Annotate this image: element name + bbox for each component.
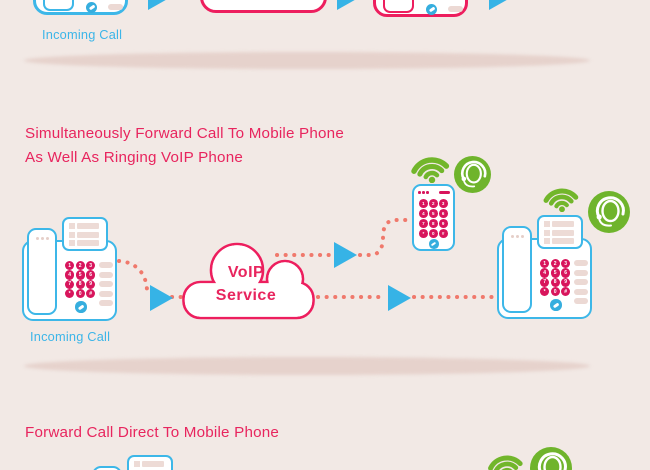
desk-phone-side-buttons (99, 262, 113, 306)
dotted-path-phone-to-arrow (117, 259, 149, 292)
incoming-call-label-middle: Incoming Call (30, 329, 111, 344)
wifi-signal-icon (488, 455, 523, 470)
keypad-key-6: 6 (86, 270, 96, 280)
operator-headset-icon (530, 447, 572, 470)
phone-call-button-icon (429, 239, 439, 249)
keypad-key-1: 1 (419, 199, 428, 208)
keypad-key-star: * (65, 289, 75, 299)
phone-call-button-icon (426, 4, 437, 15)
keypad-key-3: 3 (86, 261, 96, 271)
keypad-key-star: * (419, 229, 428, 238)
flow-arrow-icon (388, 285, 411, 311)
keypad-key-3: 3 (438, 199, 448, 208)
voip-cloud-bottom (200, 0, 327, 13)
dotted-path-to-mobile (358, 218, 411, 257)
keypad-key-5: 5 (550, 268, 560, 278)
operator-headset-icon (454, 156, 491, 193)
keypad-key-hash: # (561, 287, 571, 297)
phone-call-button-icon (550, 299, 562, 311)
device-button (448, 6, 463, 12)
keypad-key-8: 8 (550, 277, 560, 288)
cloud-label-line2: Service (216, 287, 276, 304)
device-screen (383, 0, 414, 13)
keypad-key-8: 8 (75, 279, 85, 290)
middle-section-heading: Simultaneously Forward Call To Mobile Ph… (25, 122, 344, 170)
section-divider (24, 52, 590, 69)
flow-arrow-icon (489, 0, 512, 10)
flow-arrow-icon (337, 0, 360, 10)
heading-line-1: Simultaneously Forward Call To Mobile Ph… (25, 125, 344, 142)
desk-phone-handset (92, 466, 122, 470)
keypad-key-3: 3 (561, 259, 571, 269)
bottom-section-heading: Forward Call Direct To Mobile Phone (25, 424, 280, 441)
flow-arrow-icon (150, 285, 173, 311)
keypad-key-9: 9 (561, 277, 571, 288)
keypad-key-2: 2 (75, 261, 85, 271)
desk-phone-screen (62, 217, 108, 251)
forward-phone-device-top (373, 0, 468, 17)
flow-arrow-icon (334, 242, 357, 268)
keypad-key-star: * (540, 287, 550, 297)
keypad-key-4: 4 (540, 268, 550, 278)
keypad-key-6: 6 (561, 268, 571, 278)
phone-call-button-icon (86, 2, 97, 13)
wifi-signal-icon (411, 157, 450, 183)
keypad-key-5: 5 (428, 209, 438, 218)
mobile-speaker-dots (418, 191, 429, 194)
keypad-key-hash: # (438, 229, 448, 238)
keypad-key-9: 9 (438, 219, 448, 228)
device-button (108, 4, 123, 10)
desk-phone-side-buttons (574, 260, 588, 304)
section-divider (24, 357, 590, 375)
flow-arrow-icon (148, 0, 171, 10)
cloud-label-line1: VoIP (228, 264, 264, 281)
keypad-key-2: 2 (428, 199, 438, 208)
phone-call-button-icon (75, 301, 87, 313)
incoming-call-label-top: Incoming Call (42, 27, 123, 42)
keypad-key-0: 0 (428, 229, 438, 238)
mobile-top-dash (439, 190, 450, 194)
keypad-key-1: 1 (65, 261, 75, 271)
voip-phone-device-top (33, 0, 128, 15)
heading-line-2: As Well As Ringing VoIP Phone (25, 149, 243, 166)
keypad-key-4: 4 (419, 209, 428, 218)
keypad-key-0: 0 (75, 289, 85, 299)
operator-headset-icon (588, 191, 630, 233)
device-screen (43, 0, 74, 11)
desk-phone-handset (502, 226, 532, 313)
desk-phone-screen (127, 455, 173, 470)
keypad-key-hash: # (86, 289, 96, 299)
keypad-key-8: 8 (428, 219, 438, 228)
keypad-key-0: 0 (550, 287, 560, 297)
keypad-key-7: 7 (65, 279, 75, 290)
keypad-key-5: 5 (75, 270, 85, 280)
keypad-key-4: 4 (65, 270, 75, 280)
keypad-key-1: 1 (540, 259, 550, 269)
desk-phone-screen (537, 215, 583, 249)
keypad-key-9: 9 (86, 279, 96, 290)
keypad-key-2: 2 (550, 259, 560, 269)
desk-phone-handset (27, 228, 57, 315)
keypad-key-7: 7 (419, 219, 428, 228)
keypad-key-7: 7 (540, 277, 550, 288)
wifi-signal-icon (543, 188, 579, 212)
voip-service-cloud: VoIP Service (182, 242, 315, 320)
keypad-key-6: 6 (438, 209, 448, 218)
